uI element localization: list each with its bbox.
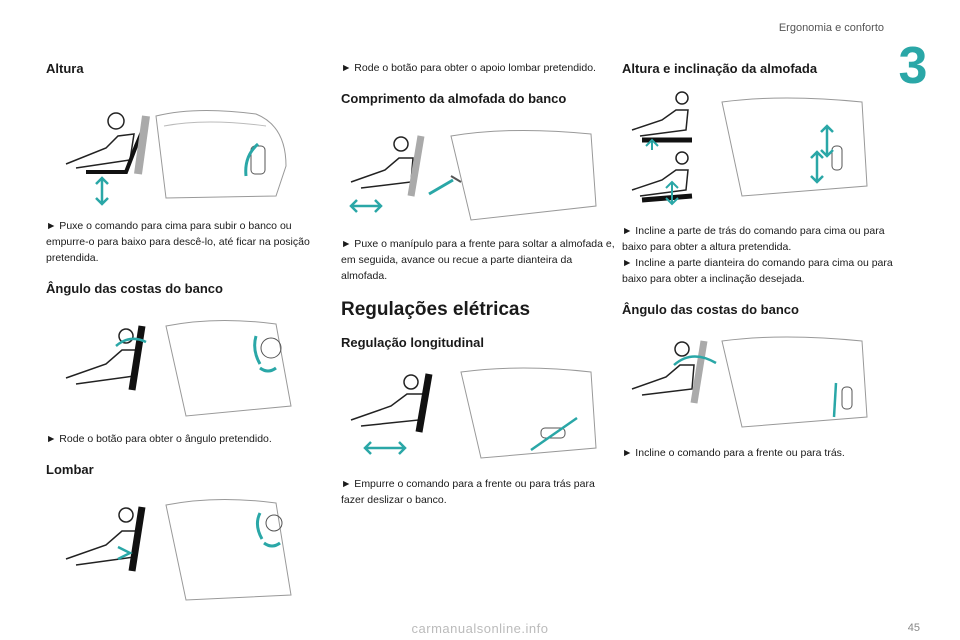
cushion-height-tilt-illustration xyxy=(631,91,868,206)
height-instruction: ► Puxe o comando para cima para subir o … xyxy=(46,220,310,264)
longitudinal-instruction: ► Empurre o comando para a frente ou par… xyxy=(341,478,595,506)
lumbar-illustration xyxy=(65,498,292,601)
figure-backrest-electric xyxy=(622,327,902,435)
cushion-length-instruction: ► Puxe o manípulo para a frente para sol… xyxy=(341,238,615,282)
section-title-lumbar: Lombar xyxy=(46,462,94,477)
column-2: ► Rode o botão para obter o apoio lombar… xyxy=(341,50,621,508)
figure-cushion-length xyxy=(341,116,621,226)
cushion-tilt-instruction: ► Incline a parte dianteira do comando p… xyxy=(622,257,893,285)
cushion-height-instruction: ► Incline a parte de trás do comando par… xyxy=(622,225,885,253)
backrest-instruction: ► Rode o botão para obter o ângulo prete… xyxy=(46,433,272,445)
section-title-backrest: Ângulo das costas do banco xyxy=(46,281,223,296)
watermark: carmanualsonline.info xyxy=(411,621,549,636)
section-title-electric: Regulações elétricas xyxy=(341,299,531,320)
figure-backrest-angle xyxy=(46,306,326,421)
figure-longitudinal xyxy=(341,358,621,466)
section-title-height: Altura xyxy=(46,61,84,76)
chapter-title: Ergonomia e conforto xyxy=(778,22,884,34)
chapter-number: 3 xyxy=(898,37,928,95)
backrest-electric-illustration xyxy=(631,336,868,428)
figure-seat-height xyxy=(46,86,326,206)
section-title-backrest-electric: Ângulo das costas do banco xyxy=(622,302,799,317)
cushion-length-illustration xyxy=(349,129,597,221)
backrest-electric-instruction: ► Incline o comando para a frente ou par… xyxy=(622,447,845,459)
figure-lumbar xyxy=(46,485,326,605)
backrest-angle-illustration xyxy=(65,319,292,417)
column-3: Altura e inclinação da almofada ► Inclin… xyxy=(622,50,902,461)
longitudinal-illustration xyxy=(350,367,597,459)
column-1: Altura ► Puxe o comando para cima para s… xyxy=(46,50,326,605)
section-title-cushion-height-tilt: Altura e inclinação da almofada xyxy=(622,61,818,76)
section-title-longitudinal: Regulação longitudinal xyxy=(341,335,485,350)
section-title-cushion-length: Comprimento da almofada do banco xyxy=(341,91,567,106)
page-number: 45 xyxy=(907,622,920,634)
lumbar-instruction: ► Rode o botão para obter o apoio lombar… xyxy=(341,62,596,74)
seat-height-illustration xyxy=(65,109,287,206)
figure-cushion-height-tilt xyxy=(622,86,902,211)
